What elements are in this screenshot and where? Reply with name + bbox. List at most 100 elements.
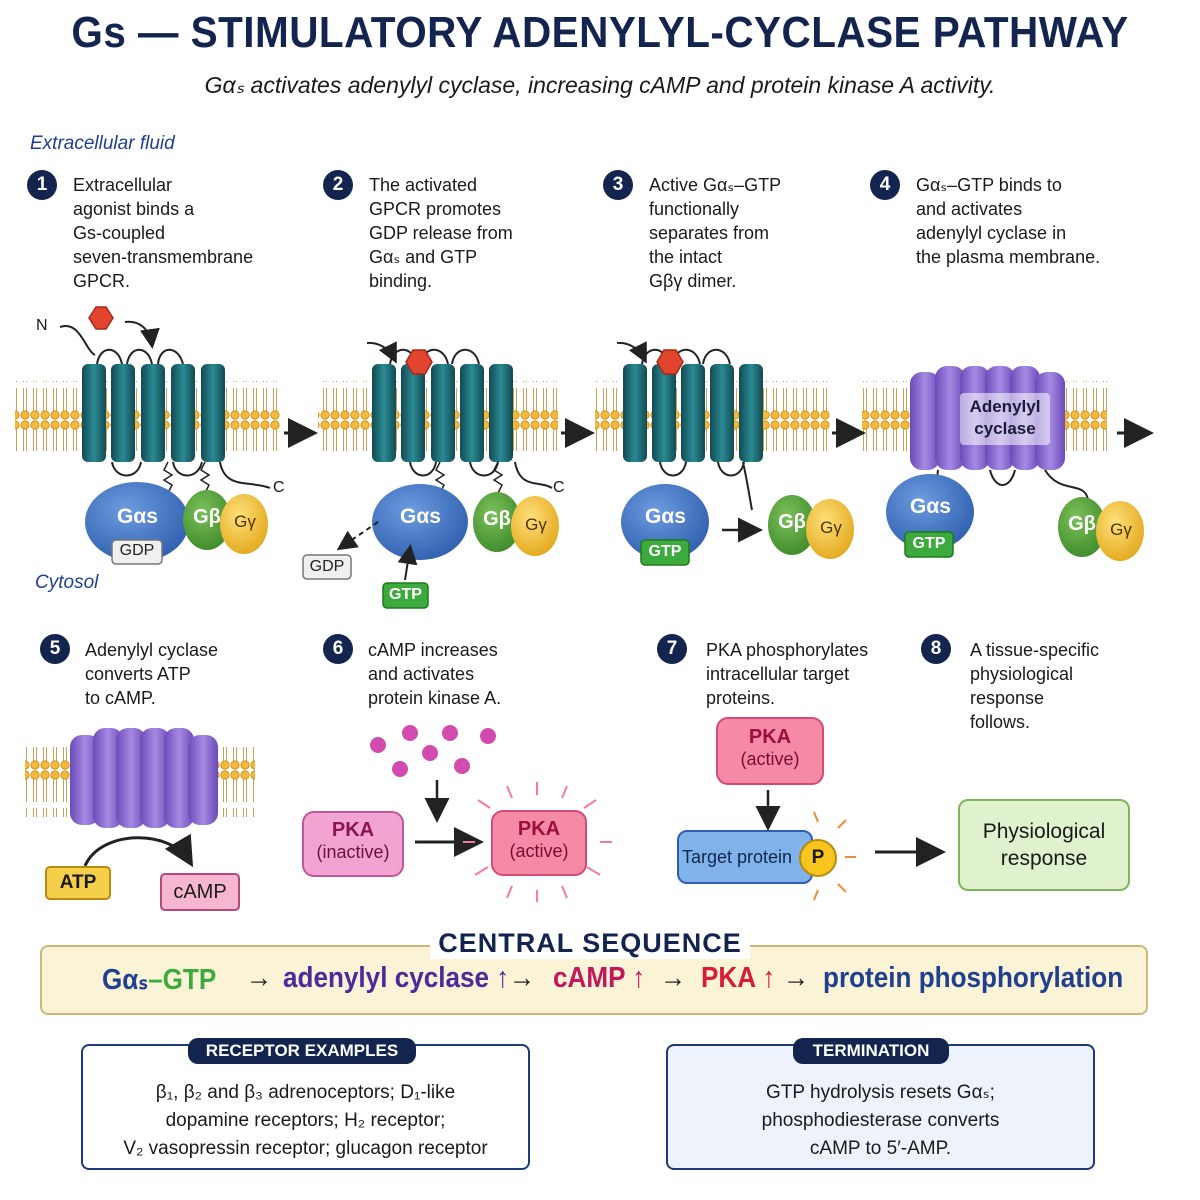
pka-active-state-7: (active) — [740, 749, 800, 769]
phospho-glow — [813, 811, 856, 901]
g-beta-label-3: Gβ — [778, 511, 806, 533]
agonist-ligand-3 — [656, 349, 684, 375]
adenylyl-cyclase-panel-5 — [70, 728, 218, 868]
pka-active-title-7: PKA — [748, 726, 792, 748]
target-protein-label: Target protein — [681, 847, 793, 867]
g-protein-panel-3 — [621, 484, 854, 566]
atp-box: ATP — [45, 866, 111, 900]
c-terminus-label-1: C — [273, 479, 285, 496]
g-gamma-2 — [511, 496, 559, 556]
gtp-tag-3 — [640, 539, 690, 566]
step-1-text: Extracellular agonist binds a Gs-coupled… — [73, 175, 254, 291]
agonist-ligand-1 — [88, 306, 114, 330]
g-alpha-4 — [886, 474, 974, 550]
step-4-text: Gαₛ–GTP binds to and activates adenylyl … — [916, 175, 1101, 267]
g-protein-panel-1 — [85, 482, 268, 565]
step-3-text: Active Gαₛ–GTP functionally separates fr… — [649, 175, 782, 291]
seq-arrow-3: → — [660, 962, 687, 994]
c-terminus-label-2: C — [553, 479, 565, 496]
gdp-label-2: GDP — [309, 558, 345, 575]
target-protein-box: Target protein — [677, 830, 813, 884]
seq-arrow-1: → — [246, 962, 273, 994]
receptor-examples-heading: RECEPTOR EXAMPLES — [188, 1038, 416, 1064]
gtp-tag-4 — [904, 531, 954, 558]
seq-arrow-4: → — [783, 962, 810, 994]
pka-active-state: (active) — [509, 841, 569, 861]
step-2-number: 2 — [323, 170, 353, 200]
g-gamma-label-4: Gγ — [1110, 520, 1132, 539]
gpcr-panel-2 — [366, 341, 553, 494]
step-3-number: 3 — [603, 170, 633, 200]
termination-text: GTP hydrolysis resets Gαₛ; phosphodieste… — [761, 1082, 1000, 1159]
seq-galpha-gtp: Gαₛ–GTP — [102, 962, 216, 997]
page-title: Gs — STIMULATORY ADENYLYL-CYCLASE PATHWA… — [71, 8, 1129, 57]
g-gamma-4 — [1096, 501, 1144, 561]
g-gamma-label-3: Gγ — [820, 518, 842, 537]
pka-active-box: PKA (active) — [491, 810, 587, 876]
phosphate-badge: P — [799, 839, 837, 877]
step-8-text: A tissue-specific physiological response… — [970, 640, 1100, 732]
gpcr-panel-3 — [616, 341, 763, 511]
page-subtitle: Gαₛ activates adenylyl cyclase, increasi… — [204, 72, 996, 98]
pka-inactive-title: PKA — [331, 819, 375, 841]
g-beta-label-2: Gβ — [483, 508, 511, 530]
agonist-ligand-2 — [405, 349, 433, 375]
seq-galpha: Gαₛ — [102, 964, 149, 996]
step-5-text: Adenylyl cyclase converts ATP to cAMP. — [85, 640, 219, 708]
adenylyl-cyclase-panel-4 — [886, 366, 1144, 561]
g-gamma-1 — [220, 494, 268, 554]
step-8-number: 8 — [921, 634, 951, 664]
seq-arrow-2: → — [509, 962, 536, 994]
pka-active-box-7: PKA (active) — [716, 717, 824, 785]
g-beta-4 — [1058, 497, 1106, 557]
step-4-number: 4 — [870, 170, 900, 200]
pka-active-glow — [463, 782, 612, 902]
step-5-number: 5 — [40, 634, 70, 664]
gdp-label-1: GDP — [119, 542, 155, 559]
seq-gtp: –GTP — [148, 964, 217, 996]
step-7-text: PKA phosphorylates intracellular target … — [706, 640, 869, 708]
gdp-tag-2 — [302, 554, 352, 580]
adenylyl-cyclase-label-4: Adenylyl cyclase — [969, 397, 1041, 438]
g-beta-2 — [473, 492, 521, 552]
seq-pka: PKA ↑ — [701, 962, 776, 994]
receptor-examples-text: β₁, β₂ and β₃ adrenoceptors; D₁-like dop… — [123, 1082, 488, 1159]
camp-box: cAMP — [160, 873, 240, 911]
g-protein-panel-2 — [302, 484, 559, 609]
n-terminus-label: N — [36, 317, 48, 334]
pka-inactive-box: PKA (inactive) — [302, 811, 404, 877]
g-gamma-label-2: Gγ — [525, 515, 547, 534]
g-alpha-label-2: Gαs — [400, 505, 441, 528]
g-alpha-label-3: Gαs — [645, 505, 686, 528]
step-1-number: 1 — [27, 170, 57, 200]
g-gamma-label-1: Gγ — [234, 512, 256, 531]
pka-inactive-state: (inactive) — [316, 842, 390, 862]
seq-protein-phosphorylation: protein phosphorylation — [823, 962, 1124, 994]
step-6-text: cAMP increases and activates protein kin… — [368, 640, 502, 708]
gpcr-panel-1 — [59, 306, 271, 494]
termination-heading: TERMINATION — [793, 1038, 949, 1064]
physiological-response-box: Physiological response — [958, 799, 1130, 891]
central-sequence-heading: CENTRAL SEQUENCE — [430, 928, 750, 959]
gdp-tag-1 — [111, 539, 163, 565]
g-beta-label-4: Gβ — [1068, 513, 1096, 535]
step-7-number: 7 — [657, 634, 687, 664]
seq-camp: cAMP ↑ — [553, 962, 646, 994]
pka-active-title: PKA — [517, 818, 561, 840]
gtp-label-2: GTP — [389, 586, 422, 603]
cytosol-label: Cytosol — [35, 572, 99, 593]
camp-molecules — [370, 725, 496, 777]
step-6-number: 6 — [323, 634, 353, 664]
step-2-text: The activated GPCR promotes GDP release … — [369, 175, 513, 291]
g-beta-1 — [183, 490, 231, 550]
g-gamma-3 — [806, 499, 854, 559]
g-alpha-1 — [85, 482, 189, 562]
g-beta-label-1: Gβ — [193, 506, 221, 528]
g-alpha-label-1: Gαs — [117, 505, 158, 528]
g-beta-3 — [768, 495, 816, 555]
extracellular-label: Extracellular fluid — [30, 133, 175, 154]
gtp-label-4: GTP — [912, 535, 946, 552]
seq-adenylyl-cyclase: adenylyl cyclase ↑ — [283, 962, 510, 994]
gtp-label-3: GTP — [648, 543, 682, 560]
